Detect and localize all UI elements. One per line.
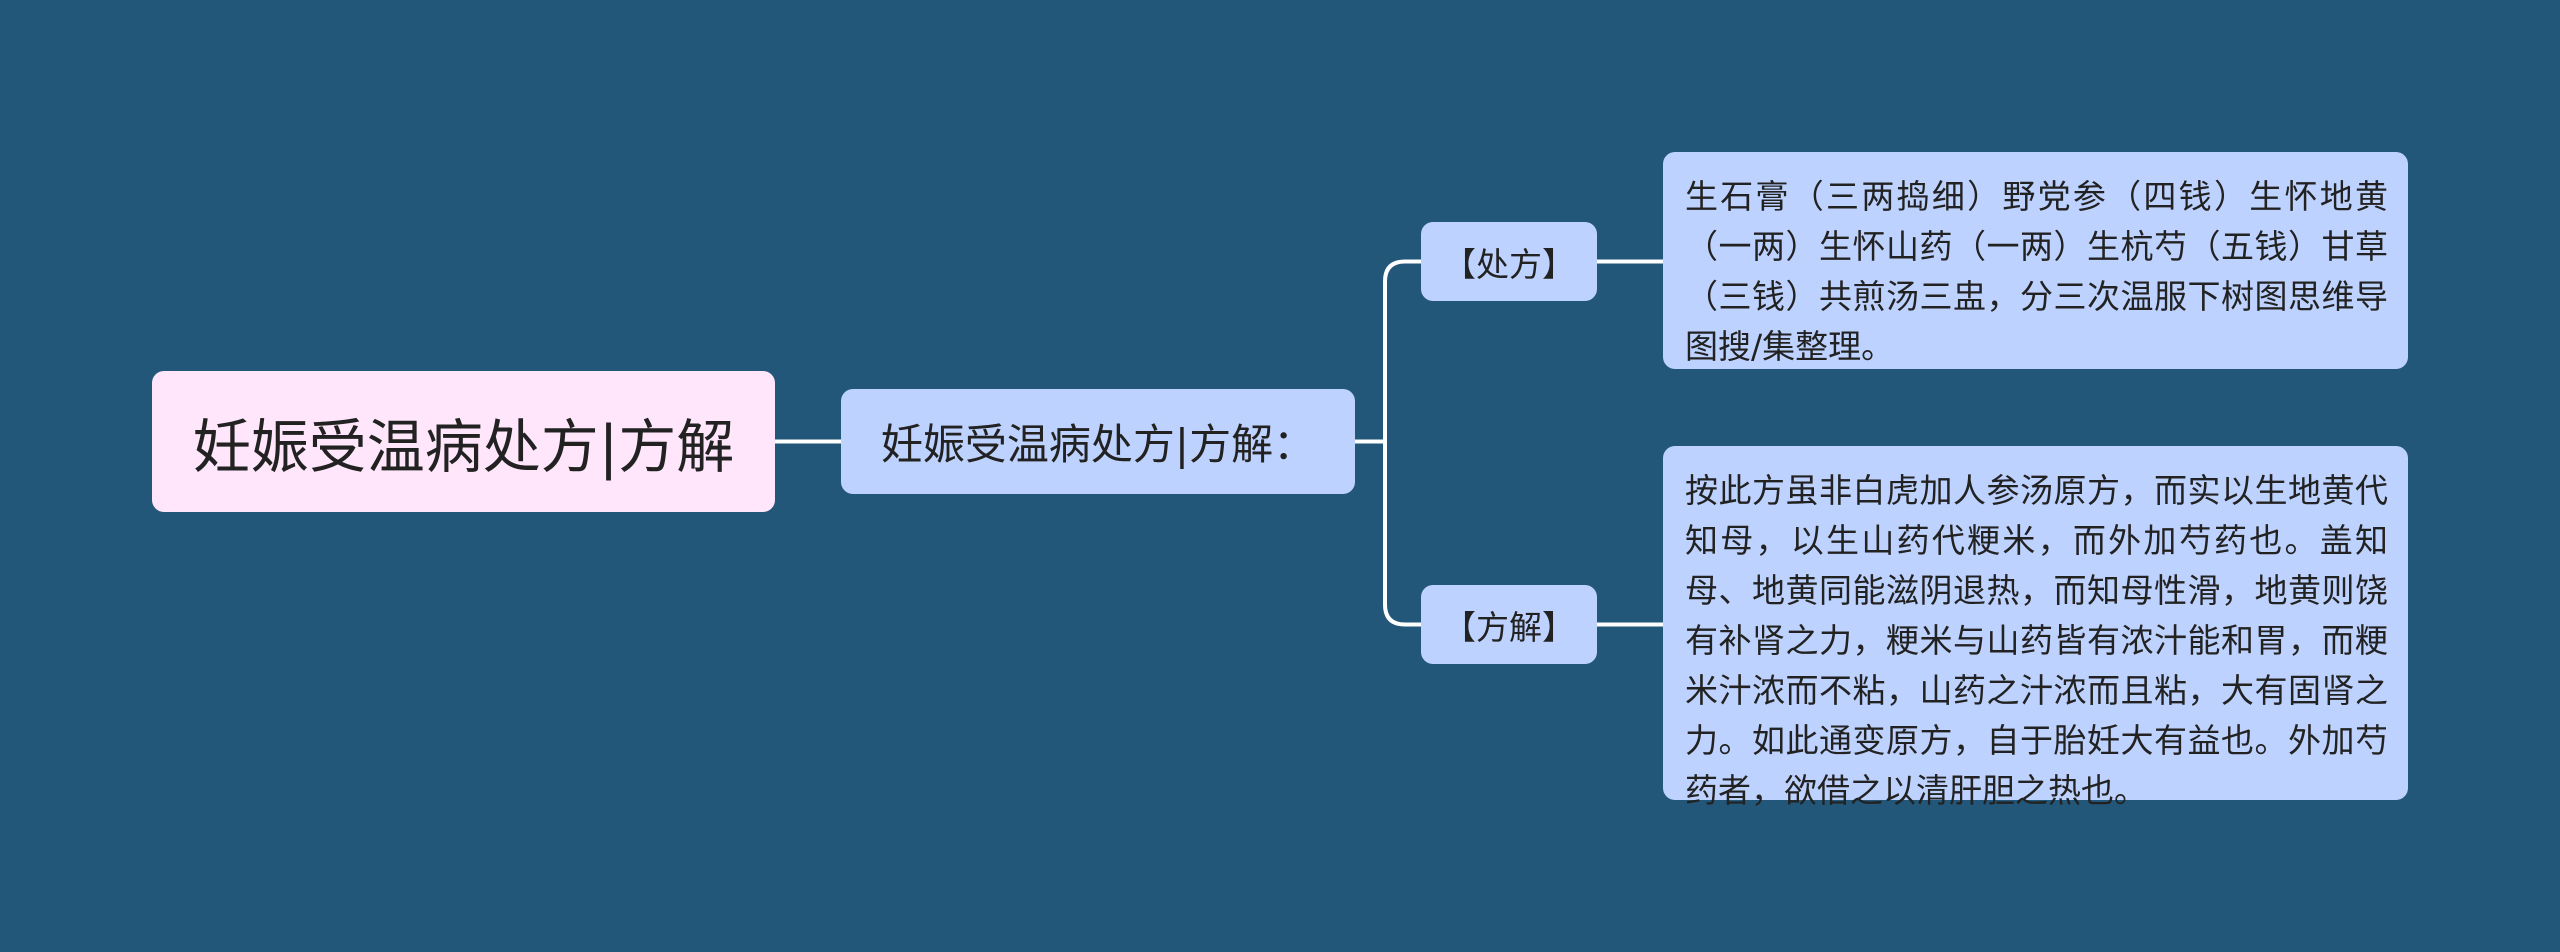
topic-node[interactable]: 妊娠受温病处方|方解： — [841, 389, 1355, 494]
explanation-detail-node[interactable]: 按此方虽非白虎加人参汤原方，而实以生地黄代知母，以生山药代粳米，而外加芍药也。盖… — [1663, 446, 2408, 810]
explanation-detail-text: 按此方虽非白虎加人参汤原方，而实以生地黄代知母，以生山药代粳米，而外加芍药也。盖… — [1685, 471, 2388, 810]
topic-node-label: 妊娠受温病处方|方解： — [880, 420, 1316, 469]
root-node-label: 妊娠受温病处方|方解 — [192, 412, 735, 481]
connector-topic-to-explanation — [1383, 441, 1421, 627]
prescription-detail-node[interactable]: 生石膏（三两捣细）野党参（四钱）生怀地黄（一两）生怀山药（一两）生杭芍（五钱）甘… — [1663, 152, 2408, 369]
explanation-node-label: 【方解】 — [1443, 607, 1575, 647]
explanation-node[interactable]: 【方解】 — [1421, 585, 1597, 664]
root-node[interactable]: 妊娠受温病处方|方解 — [152, 371, 775, 512]
prescription-node-label: 【处方】 — [1443, 244, 1575, 284]
connector-topic-to-prescription — [1355, 259, 1421, 444]
prescription-detail-text: 生石膏（三两捣细）野党参（四钱）生怀地黄（一两）生怀山药（一两）生杭芍（五钱）甘… — [1685, 177, 2388, 366]
prescription-node[interactable]: 【处方】 — [1421, 222, 1597, 301]
